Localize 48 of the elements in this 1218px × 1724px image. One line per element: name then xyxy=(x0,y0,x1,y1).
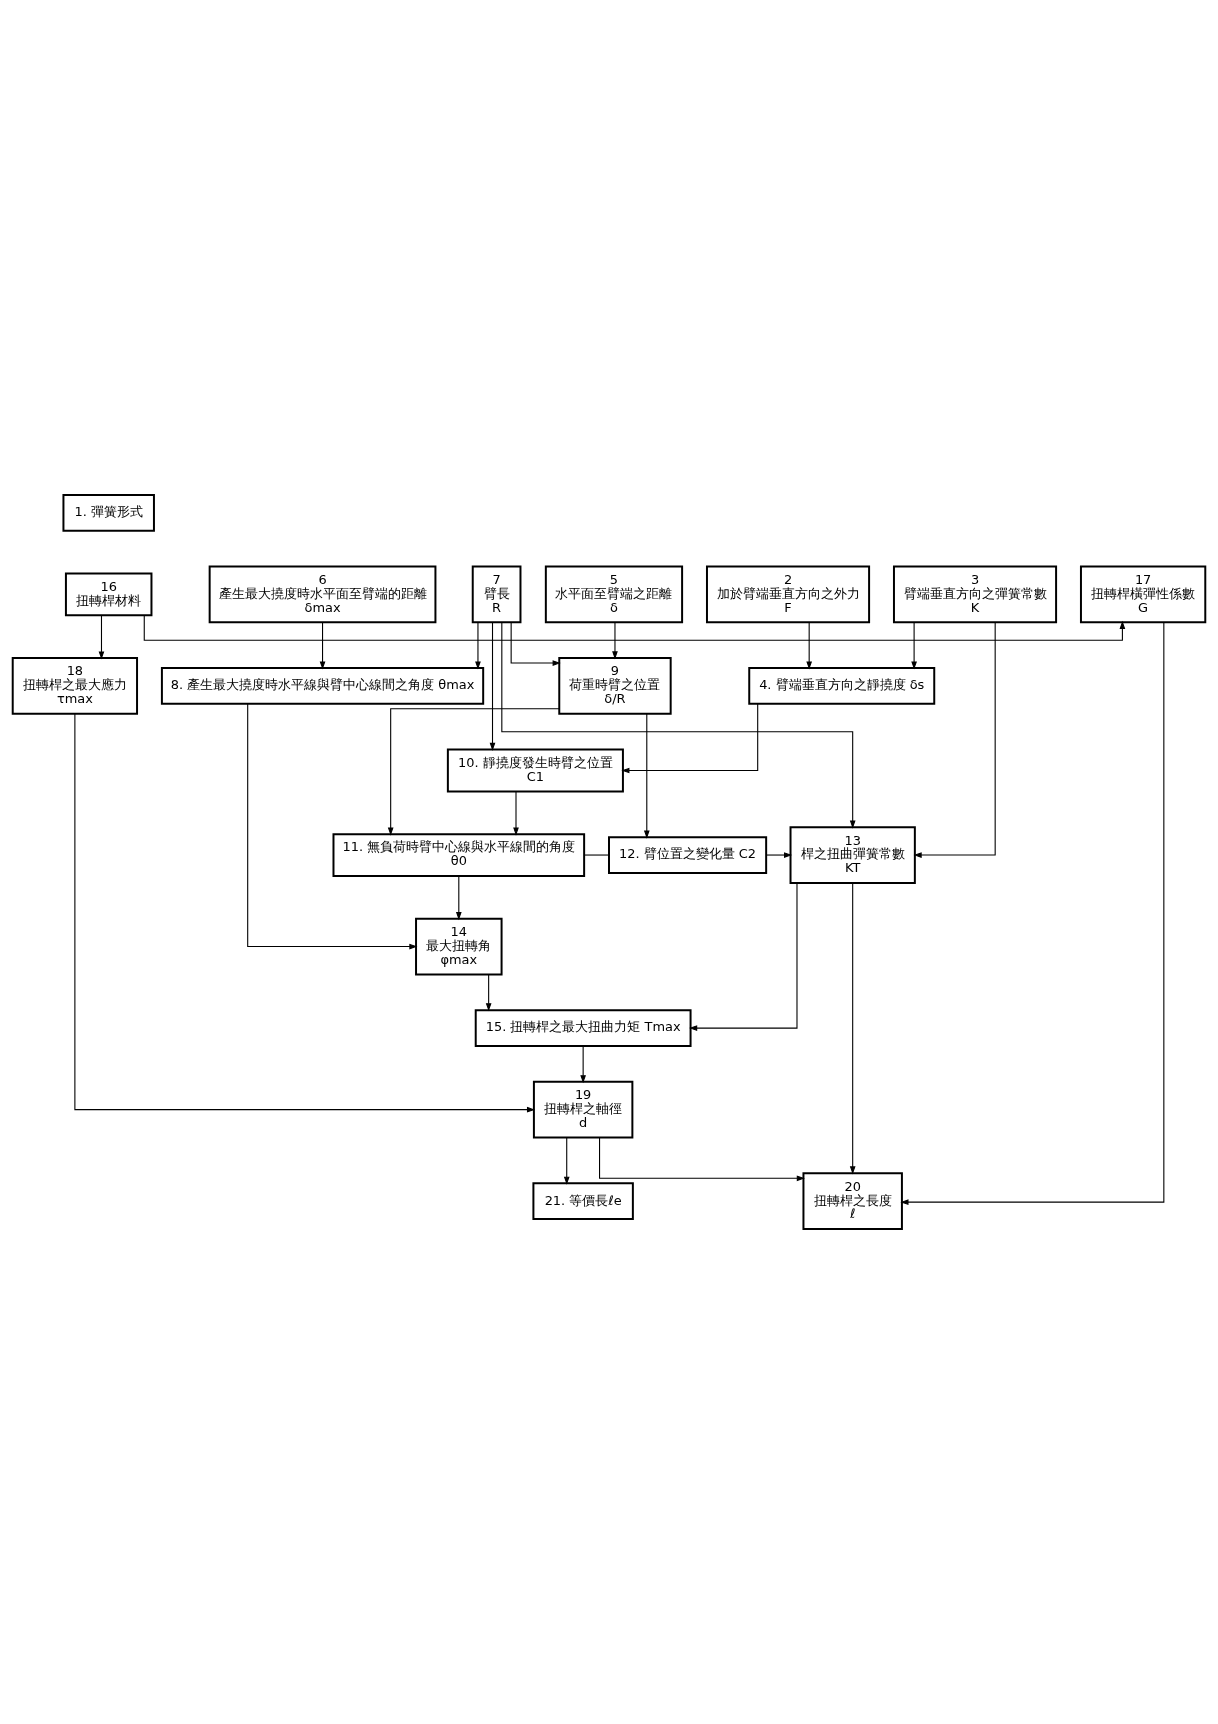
arrow xyxy=(455,875,462,921)
node-box: 17 扭轉桿橫彈性係數 G xyxy=(1079,565,1207,624)
arrow xyxy=(98,615,105,660)
arrow xyxy=(599,1137,805,1182)
node-box: 19 扭轉桿之軸徑 d xyxy=(532,1080,634,1139)
arrow xyxy=(911,621,917,670)
arrow xyxy=(913,621,996,858)
node-box: 20 扭轉桿之長度 ℓ xyxy=(802,1172,903,1230)
node-box: 9 荷重時臂之位置 δ/R xyxy=(558,657,672,715)
node-box: 18 扭轉桿之最大應力 τmax xyxy=(11,657,139,715)
node-box: 14 最大扭轉角 φmax xyxy=(415,917,503,976)
node-box: 5 水平面至臂端之距離 δ xyxy=(544,565,684,624)
arrow xyxy=(513,790,519,836)
connector xyxy=(583,854,610,856)
arrow xyxy=(485,974,492,1012)
node-box: 21. 等價長ℓe xyxy=(532,1182,634,1221)
node-box: 8. 產生最大撓度時水平線與臂中心線間之角度 θmax xyxy=(160,667,485,705)
node-box: 16 扭轉桿材料 xyxy=(64,572,153,617)
arrow xyxy=(612,621,618,660)
node-box: 13 桿之扭曲彈簧常數 KT xyxy=(789,826,916,884)
arrow xyxy=(489,621,496,751)
node-box: 12. 臂位置之變化量 C2 xyxy=(608,836,768,874)
arrow xyxy=(765,852,793,858)
node-box: 6 產生最大撓度時水平面至臂端的距離 δmax xyxy=(208,565,437,624)
arrow xyxy=(621,703,759,774)
node-box: 3 臂端垂直方向之彈簧常數 K xyxy=(892,565,1058,624)
arrow xyxy=(475,621,481,670)
arrow xyxy=(563,1137,570,1185)
arrow xyxy=(689,882,798,1031)
arrow xyxy=(143,614,1126,641)
arrow xyxy=(74,713,536,1113)
node-box: 4. 臂端垂直方向之靜撓度 δs xyxy=(748,667,936,705)
arrow xyxy=(580,1045,586,1084)
arrow xyxy=(247,703,418,950)
arrow xyxy=(849,882,856,1175)
arrow xyxy=(643,713,650,839)
node-box: 11. 無負荷時臂中心線與水平線間的角度 θ0 xyxy=(332,833,586,877)
node-box: 15. 扭轉桿之最大扭曲力矩 Tmax xyxy=(474,1009,692,1047)
node-box: 7 臂長 R xyxy=(471,565,522,624)
node-box: 2 加於臂端垂直方向之外力 F xyxy=(705,565,871,624)
arrow xyxy=(900,622,1165,1205)
arrow xyxy=(806,621,813,670)
arrow xyxy=(510,621,561,666)
arrow xyxy=(319,621,326,670)
arrow xyxy=(501,622,856,829)
node-box: 10. 靜撓度發生時臂之位置 C1 xyxy=(446,748,624,793)
arrow xyxy=(387,708,560,836)
node-box: 1. 彈簧形式 xyxy=(62,494,155,532)
